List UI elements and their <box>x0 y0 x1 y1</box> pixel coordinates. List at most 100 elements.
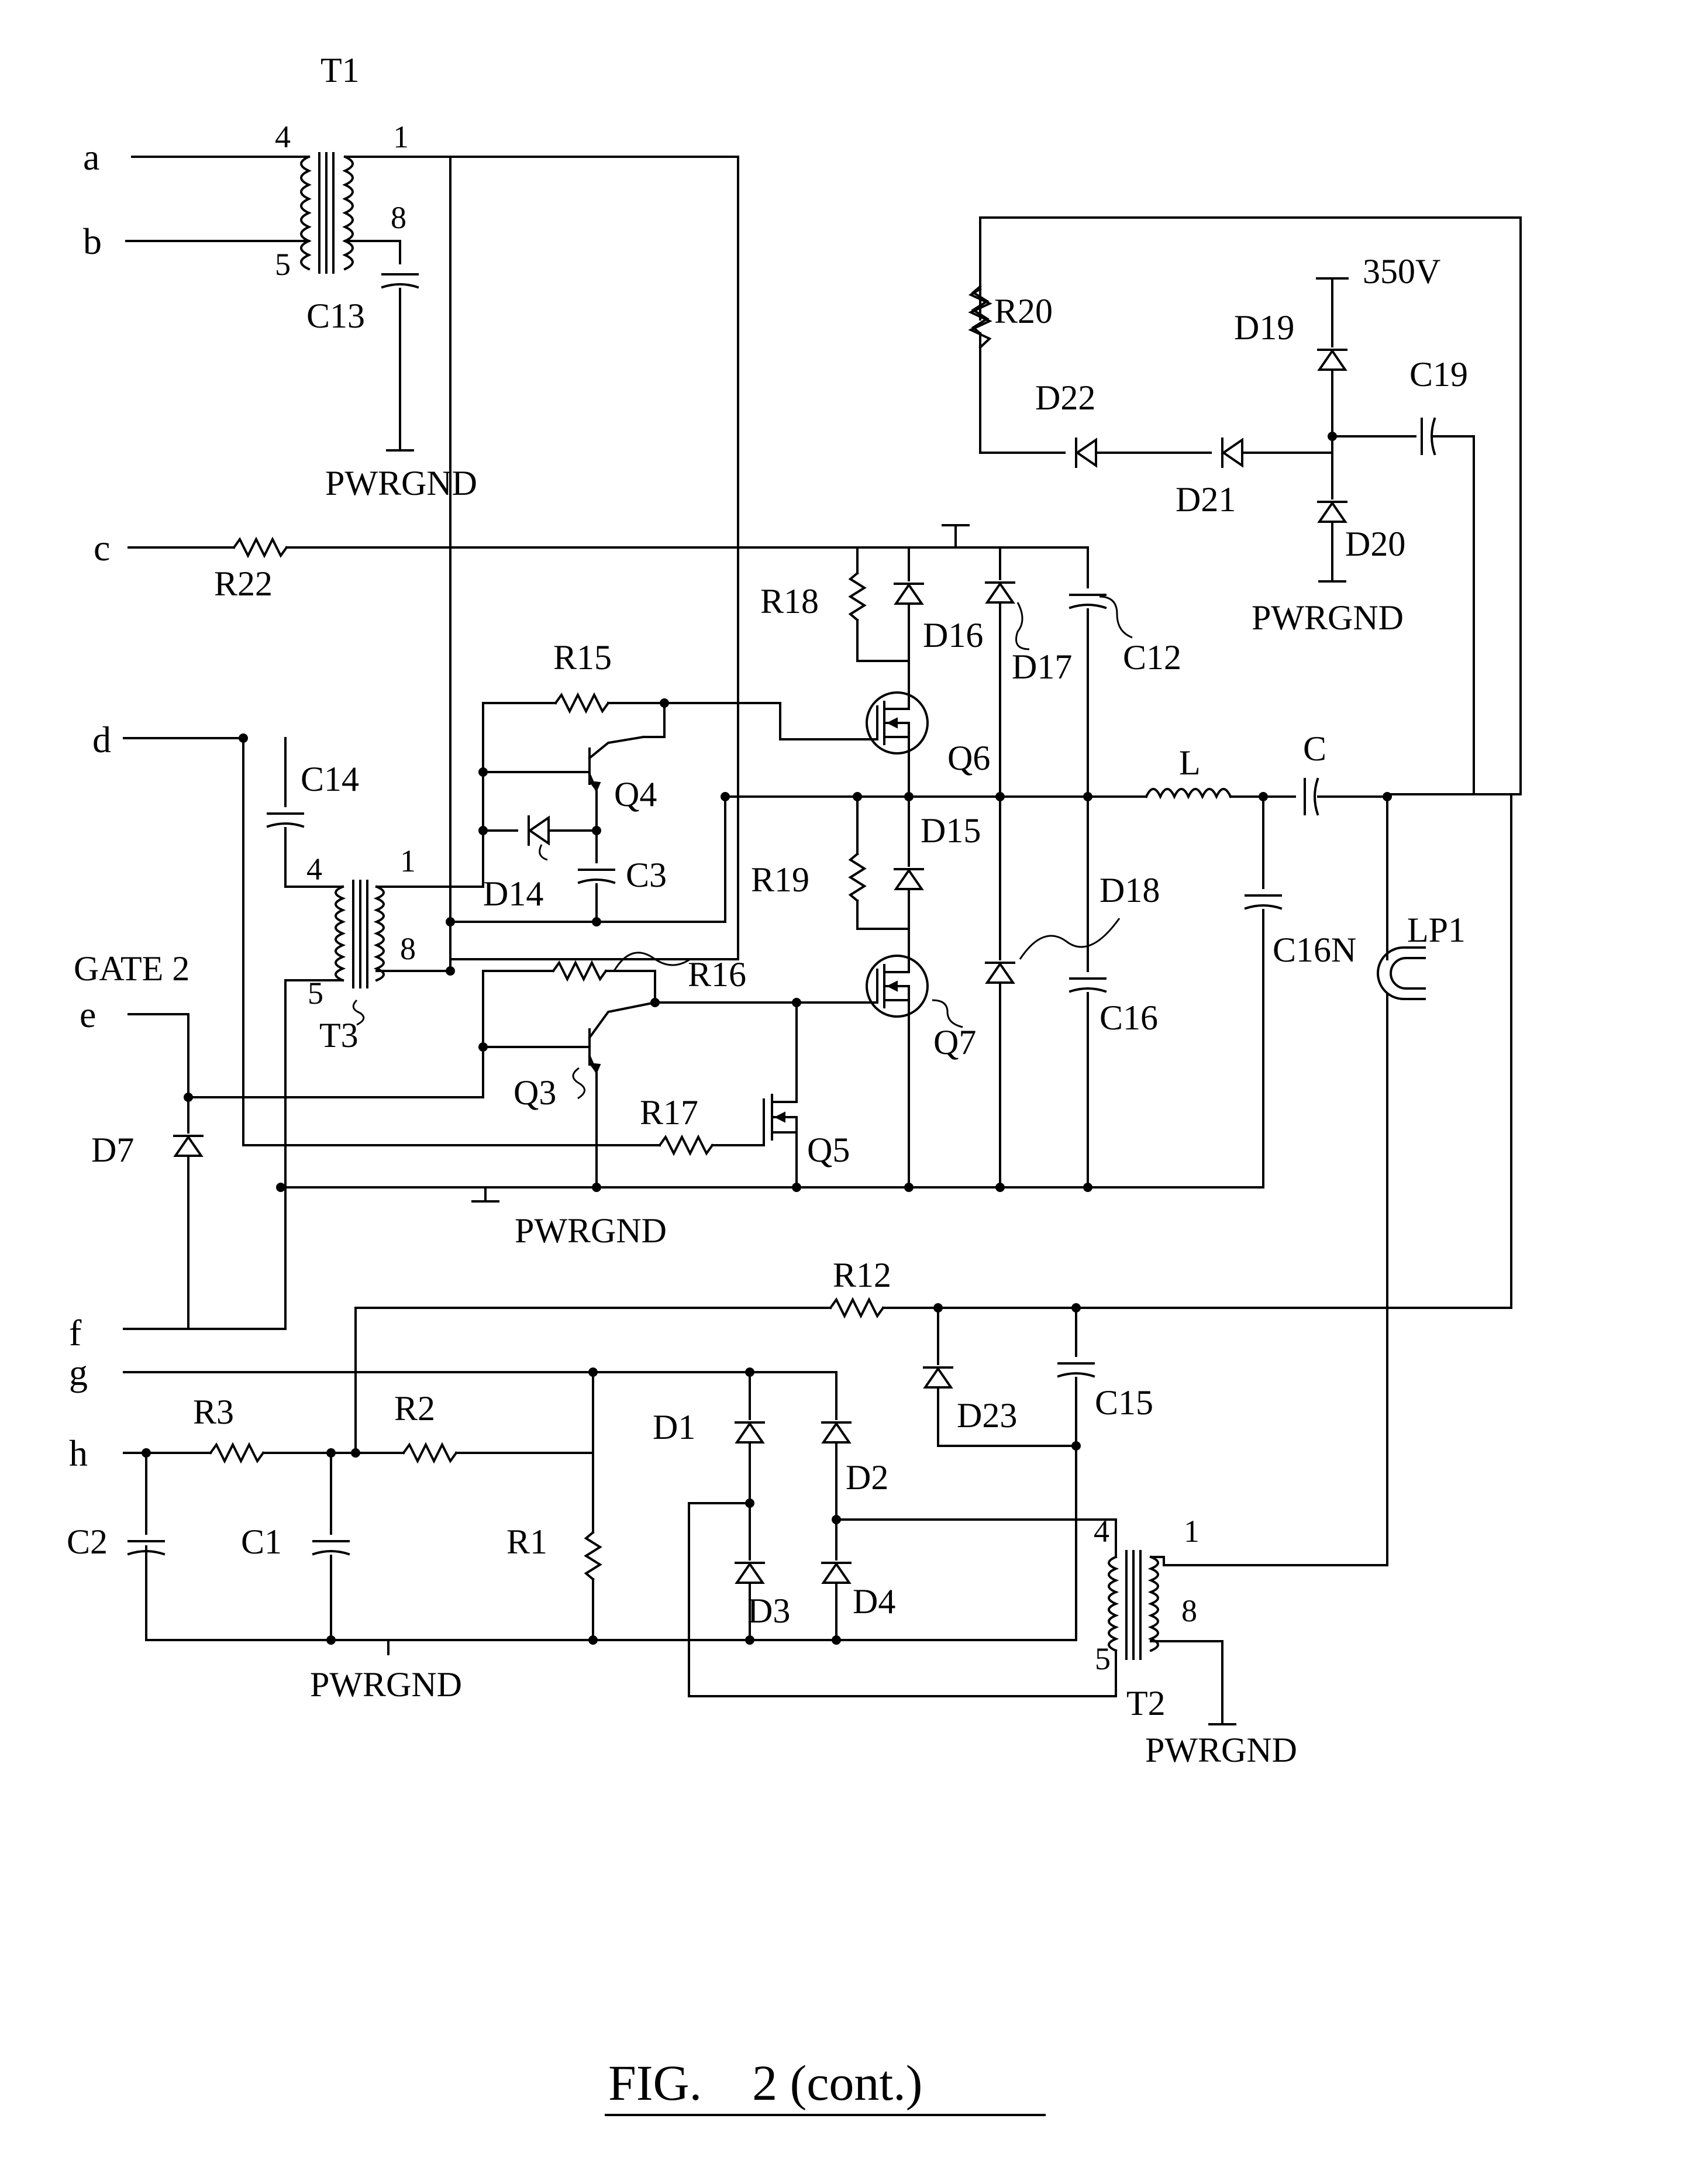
junction-r15 <box>660 699 668 707</box>
r22-label: R22 <box>214 564 273 603</box>
c14-label: C15 <box>1095 1383 1153 1422</box>
terminal-h: h <box>69 1432 88 1474</box>
q6-label: Q6 <box>947 739 990 777</box>
t1-pin1: 1 <box>393 119 409 154</box>
gate2-label: GATE 2 <box>74 949 189 988</box>
terminal-d: d <box>92 719 111 760</box>
terminal-e: e <box>80 994 96 1035</box>
r18-label: R18 <box>760 582 819 621</box>
capacitor-c16n <box>1246 895 1281 908</box>
r17-label: R17 <box>640 1093 698 1132</box>
ground-label-3: PWRGND <box>515 1211 667 1250</box>
t1-label: T1 <box>320 51 360 89</box>
transformer-t2 <box>1109 1551 1158 1659</box>
capacitor-c19 <box>1422 419 1435 454</box>
resistor-r22 <box>234 539 287 556</box>
capacitor-c <box>1305 779 1318 814</box>
d2-label: D2 <box>846 1458 888 1497</box>
capacitor-c13 <box>382 274 418 287</box>
inductor-l <box>1146 789 1231 797</box>
r3-label: R3 <box>193 1393 234 1431</box>
t2-pin4: 4 <box>1094 1514 1109 1549</box>
terminal-f: f <box>69 1312 82 1353</box>
t1-pin5: 5 <box>275 247 291 282</box>
ground-label-4: PWRGND <box>310 1665 462 1704</box>
diode-d22 <box>1076 439 1096 467</box>
diode-d20 <box>1318 502 1346 522</box>
d4-label: D4 <box>853 1582 895 1621</box>
c16n-label: C16N <box>1273 931 1356 969</box>
d3-label: D3 <box>747 1592 790 1630</box>
mosfet-q7 <box>867 956 928 1018</box>
wire-r15-loop <box>483 703 556 772</box>
junction-q5-source <box>792 1183 801 1191</box>
junction-c12-bottom <box>592 918 601 926</box>
diode-d14 <box>529 817 549 845</box>
c16-label: C16 <box>1099 998 1158 1037</box>
t3-pin8: 8 <box>400 931 416 966</box>
diode-d4 <box>822 1563 850 1583</box>
wire-e <box>129 1014 188 1132</box>
resistor-r16 <box>553 963 606 979</box>
r20-label: R20 <box>994 292 1053 330</box>
junction-r1-gnd <box>589 1636 597 1644</box>
d15-label: D15 <box>921 811 981 850</box>
resistor-r19 <box>850 854 864 901</box>
r15-label: R15 <box>553 638 612 677</box>
q4-label: Q4 <box>614 775 657 814</box>
r16-label: R16 <box>688 955 746 994</box>
capacitor-c3 <box>268 814 303 826</box>
junction-q3-emitter <box>592 1183 601 1191</box>
c3-label: C14 <box>301 760 359 798</box>
t2-pin8: 8 <box>1181 1593 1197 1628</box>
resistor-r2 <box>404 1445 456 1461</box>
capacitor-c16 <box>1070 979 1105 991</box>
diode-d21 <box>1222 439 1242 467</box>
resistor-r18 <box>850 573 864 620</box>
c-label: C <box>1303 729 1326 768</box>
diode-d19 <box>1318 350 1346 370</box>
diode-d15 <box>895 869 923 889</box>
figure-caption: FIG. 2 (cont.) <box>608 2055 922 2111</box>
ground-label-2: PWRGND <box>1252 598 1404 637</box>
r1-label: R1 <box>506 1522 547 1561</box>
q5-label: Q5 <box>807 1131 850 1169</box>
t1-pin4: 4 <box>275 119 291 154</box>
junction-c1-gnd <box>327 1636 335 1644</box>
d16-label: D16 <box>923 616 983 654</box>
t3-pin1: 1 <box>400 843 416 879</box>
d17-label: D17 <box>1012 647 1072 686</box>
d1-label: D1 <box>653 1408 695 1446</box>
junction-c14-low <box>1072 1442 1080 1450</box>
diode-d1 <box>736 1422 764 1442</box>
lamp-lp1 <box>1378 948 1425 999</box>
capacitor-c14 <box>1059 1363 1094 1376</box>
junction-r12-h <box>351 1449 360 1457</box>
wire-t3-pin5 <box>124 980 343 1329</box>
resistor-r3 <box>211 1445 263 1461</box>
t3-label: T3 <box>319 1016 359 1055</box>
c19-label: C19 <box>1409 355 1468 394</box>
terminal-a: a <box>83 136 99 178</box>
wire-top-loop <box>980 218 1521 794</box>
t2-pin5: 5 <box>1095 1641 1111 1676</box>
d18-label: D18 <box>1099 871 1160 910</box>
d7-label: D7 <box>91 1131 134 1169</box>
junction-d7 <box>184 1093 192 1101</box>
capacitor-c12 <box>579 870 614 883</box>
voltage-label: 350V <box>1363 252 1440 291</box>
d14-label: D14 <box>483 874 543 913</box>
d19-label: D19 <box>1234 308 1294 347</box>
junction-gnd-1 <box>905 1183 913 1191</box>
t2-pin1: 1 <box>1184 1514 1200 1549</box>
junction-d4-gnd <box>832 1636 840 1644</box>
junction-mid-3 <box>996 793 1004 801</box>
t3-pin4: 4 <box>306 852 322 887</box>
diode-d18 <box>986 963 1014 983</box>
mosfet-q6 <box>867 693 928 755</box>
t3-pin5: 5 <box>308 976 323 1011</box>
c12-label: C3 <box>626 856 667 894</box>
diode-d3 <box>736 1563 764 1583</box>
diode-d17 <box>986 583 1014 602</box>
lp1-label: LP1 <box>1407 911 1466 949</box>
